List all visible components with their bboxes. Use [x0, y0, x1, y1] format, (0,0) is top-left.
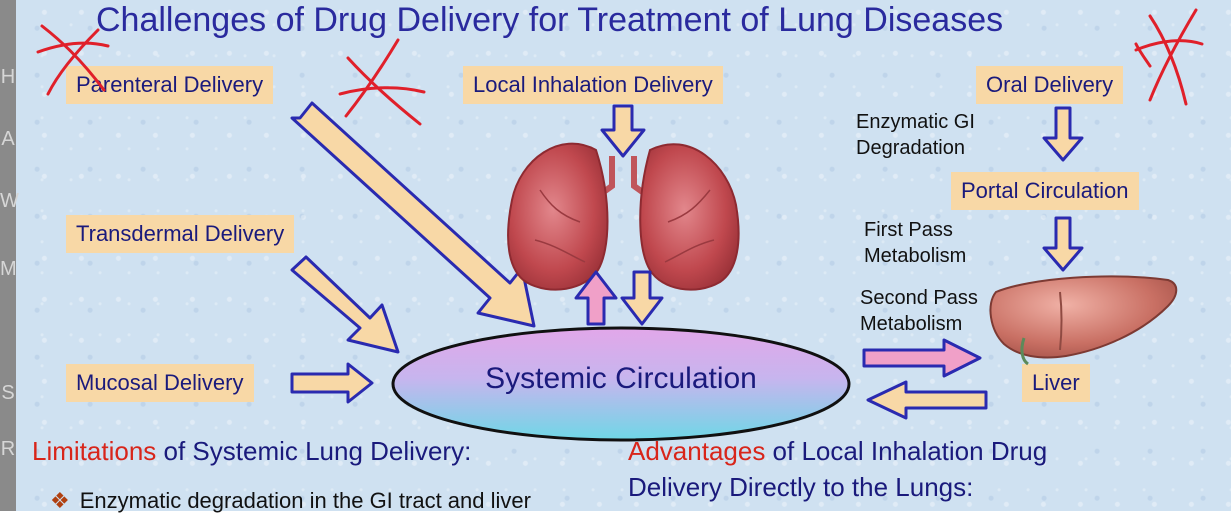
side-letter: W: [0, 190, 19, 212]
advantages-heading: Advantages of Local Inhalation Drug: [628, 436, 1047, 467]
side-letter: H: [0, 66, 16, 88]
limitations-bullet: ❖ Enzymatic degradation in the GI tract a…: [50, 488, 531, 514]
lungs-down-arrow: [620, 270, 664, 326]
red-x-annotation-left: [36, 24, 110, 96]
oral-down-arrow: [1042, 106, 1084, 162]
limitations-heading-rest: of Systemic Lung Delivery:: [156, 436, 472, 466]
systemic-circulation-ellipse: [391, 326, 851, 442]
red-x-annotation-center: [338, 38, 426, 126]
limitations-keyword: Limitations: [32, 436, 157, 466]
first-pass-label: First Pass: [864, 219, 953, 241]
to-liver-arrow: [862, 338, 982, 378]
lungs-up-arrow: [574, 270, 618, 326]
second-pass-metabolism-label: Metabolism: [860, 313, 963, 335]
slide-title: Challenges of Drug Delivery for Treatmen…: [96, 1, 1004, 39]
advantages-heading-line2: Delivery Directly to the Lungs:: [628, 472, 974, 502]
transdermal-delivery-box: Transdermal Delivery: [66, 215, 295, 253]
side-letter: A: [1, 128, 15, 150]
side-letter: M: [0, 258, 17, 280]
enzymatic-gi-label: Enzymatic GI: [856, 111, 975, 133]
oral-delivery-box: Oral Delivery: [976, 66, 1124, 104]
lungs-illustration: [507, 142, 740, 291]
transdermal-arrow: [290, 255, 400, 354]
limitations-heading: Limitations of Systemic Lung Delivery:: [32, 436, 471, 467]
first-pass-metabolism-label: Metabolism: [864, 245, 967, 267]
red-x-annotation-right: [1134, 8, 1204, 106]
mucosal-delivery-box: Mucosal Delivery: [66, 364, 254, 402]
bullet-diamond-icon: ❖: [50, 488, 70, 513]
portal-down-arrow: [1042, 216, 1084, 272]
side-letter: S: [1, 382, 15, 404]
parenteral-delivery-box: Parenteral Delivery: [66, 66, 274, 104]
side-strip: H A W M S R: [0, 0, 19, 511]
from-liver-arrow: [866, 380, 988, 420]
mucosal-arrow: [290, 362, 374, 404]
local-inhalation-delivery-box: Local Inhalation Delivery: [463, 66, 723, 104]
advantages-keyword: Advantages: [628, 436, 766, 466]
systemic-circulation-label: Systemic Circulation: [485, 362, 757, 395]
red-check-annotation: [1134, 42, 1152, 68]
inhalation-down-arrow: [600, 104, 646, 158]
side-letter: R: [0, 438, 16, 460]
second-pass-label: Second Pass: [860, 287, 978, 309]
limitations-bullet-text: Enzymatic degradation in the GI tract an…: [79, 488, 531, 513]
liver-illustration: [989, 275, 1178, 366]
advantages-heading-rest: of Local Inhalation Drug: [765, 436, 1048, 466]
degradation-label: Degradation: [856, 137, 965, 159]
portal-circulation-box: Portal Circulation: [951, 172, 1139, 210]
parenteral-arrow: [290, 101, 536, 328]
liver-box: Liver: [1022, 364, 1090, 402]
